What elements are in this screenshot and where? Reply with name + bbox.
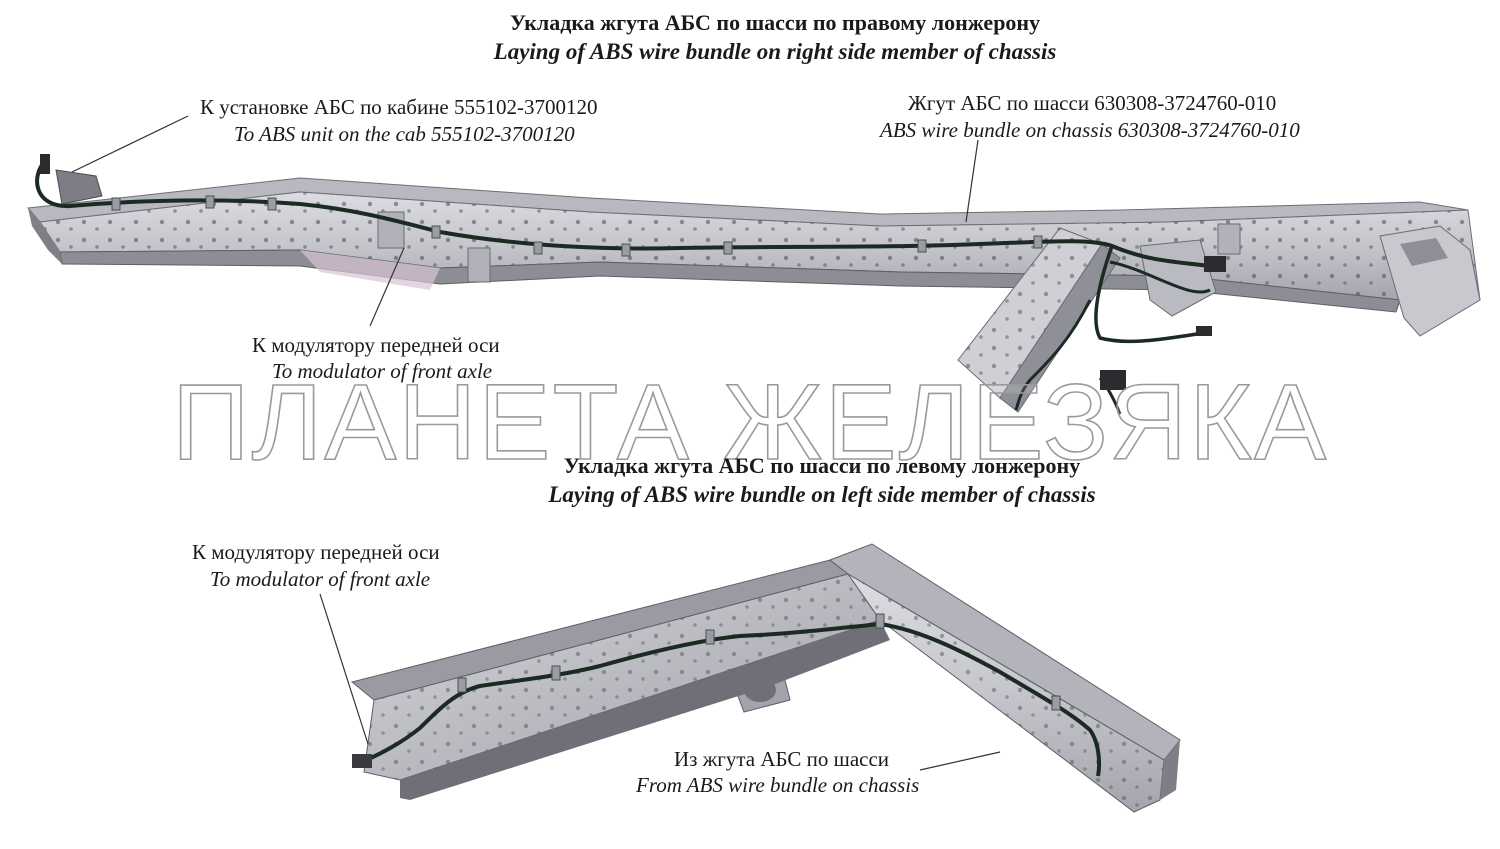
callout-modulator-bottom-en: To modulator of front axle — [210, 567, 431, 591]
callout-bundle-en: ABS wire bundle on chassis 630308-372476… — [880, 118, 1300, 142]
callout-from-bundle-ru: Из жгута АБС по шасси — [674, 747, 890, 771]
bottom-title-ru: Укладка жгута АБС по шасси по левому лон… — [563, 453, 1081, 478]
callout-cab-en: To ABS unit on the cab 555102-3700120 — [234, 122, 575, 146]
top-title-ru: Укладка жгута АБС по шасси по правому ло… — [509, 10, 1041, 35]
callout-bundle-ru: Жгут АБС по шасси 630308-3724760-010 — [908, 91, 1277, 115]
bottom-title-en: Laying of ABS wire bundle on left side m… — [548, 482, 1096, 507]
bottom-abs-cable — [352, 613, 1101, 777]
top-abs-cable — [35, 154, 1226, 415]
diagonal-cross-member — [957, 227, 1217, 413]
callout-from-bundle-en: From ABS wire bundle on chassis — [636, 773, 920, 797]
callout-modulator-top-en: To modulator of front axle — [272, 359, 493, 383]
watermark: ПЛАНЕТА ЖЕЛЕЗЯКА — [171, 361, 1329, 482]
top-title-en: Laying of ABS wire bundle on right side … — [493, 39, 1057, 64]
callout-cab-ru: К установке АБС по кабине 555102-3700120 — [200, 95, 598, 119]
leader-lines — [71, 115, 1001, 771]
left-side-member — [350, 543, 1181, 813]
callout-modulator-top-ru: К модулятору передней оси — [252, 333, 500, 357]
callout-modulator-bottom-ru: К модулятору передней оси — [192, 540, 440, 564]
